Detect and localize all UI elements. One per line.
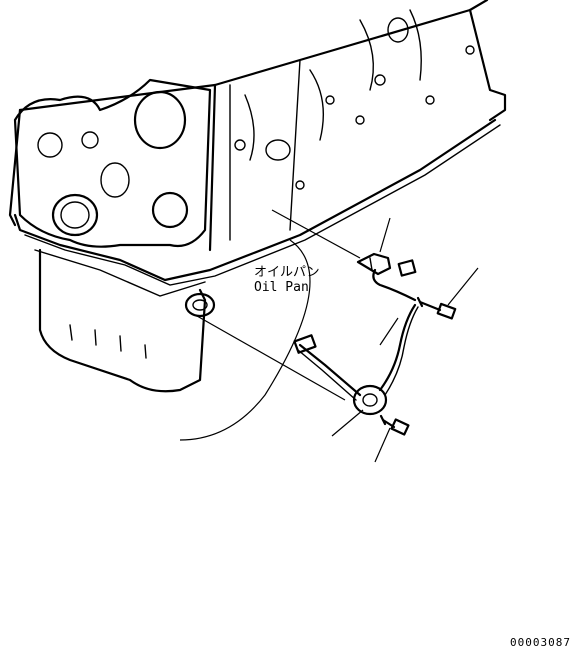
clip-bolt	[416, 296, 457, 320]
detail-callout-arc	[179, 239, 311, 441]
engine-block	[8, 0, 507, 252]
oil-level-sensor	[293, 259, 419, 416]
clip-bracket	[356, 252, 392, 276]
drawing-code: 00003087	[510, 636, 571, 649]
callout-label-jp: オイルパン	[254, 265, 320, 280]
oil-pan	[38, 248, 216, 393]
oil-pan-flange	[13, 118, 501, 297]
callout-label-en: Oil Pan	[254, 280, 309, 295]
leader-lines	[196, 209, 479, 463]
sensor-bolt	[379, 414, 410, 436]
gear-case	[13, 78, 212, 248]
